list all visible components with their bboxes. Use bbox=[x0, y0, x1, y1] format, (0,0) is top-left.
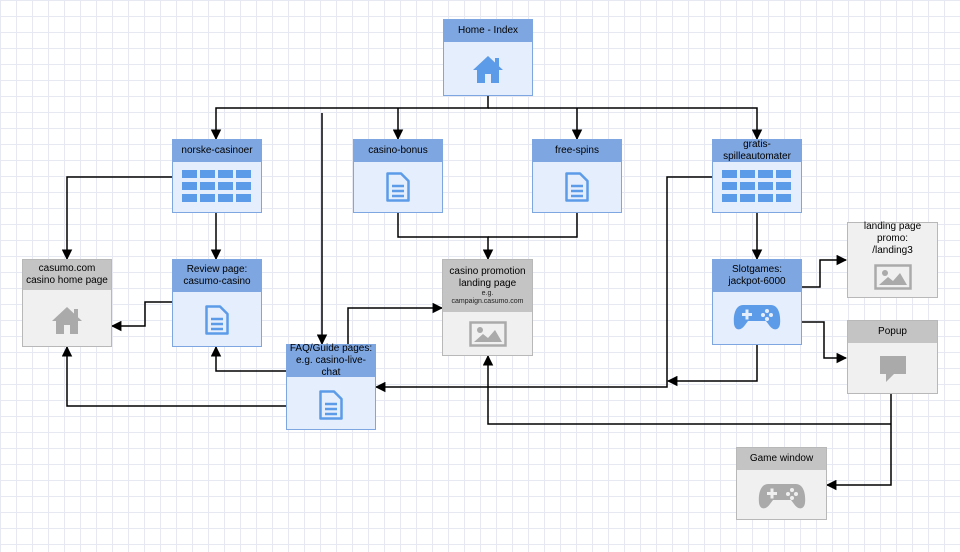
node-casino-promotion-landing-title: casino promotion landing page e.g. campa… bbox=[443, 260, 532, 312]
node-home-index: Home - Index bbox=[443, 19, 533, 96]
node-casumo-home-title: casumo.com casino home page bbox=[23, 260, 111, 290]
node-slotgames: Slotgames: jackpot-6000 bbox=[712, 259, 802, 345]
node-popup-title: Popup bbox=[848, 321, 937, 343]
gamepad-icon bbox=[733, 305, 781, 330]
edge-gratis-faq bbox=[374, 176, 712, 393]
edge-review-casumo bbox=[110, 301, 172, 332]
node-landing-page-promo-title: landing page promo: /landing3 bbox=[848, 221, 937, 256]
node-gratis-spilleautomater: gratis-spilleautomater bbox=[712, 139, 802, 213]
node-casino-bonus-title: casino-bonus bbox=[354, 140, 442, 162]
edge-faq-promo bbox=[347, 302, 444, 344]
gamepad-icon bbox=[758, 484, 805, 509]
speech-bubble-icon bbox=[879, 356, 906, 382]
node-review-page: Review page: casumo-casino bbox=[172, 259, 262, 347]
edge-home-norske bbox=[210, 96, 489, 141]
document-icon bbox=[386, 172, 410, 202]
node-gratis-spilleautomater-title: gratis-spilleautomater bbox=[713, 139, 801, 162]
node-casino-promotion-landing: casino promotion landing page e.g. campa… bbox=[442, 259, 533, 356]
house-icon bbox=[52, 307, 82, 334]
node-game-window: Game window bbox=[736, 447, 827, 520]
node-norske-casinoer-title: norske-casinoer bbox=[173, 140, 261, 162]
edge-slotgames-popup bbox=[802, 321, 848, 364]
node-review-page-title-line1: Review page: bbox=[186, 264, 248, 275]
node-review-page-title-line2: casumo-casino bbox=[183, 276, 251, 287]
node-slotgames-title: Slotgames: jackpot-6000 bbox=[713, 260, 801, 292]
edge-popup-gamewindow bbox=[825, 394, 892, 491]
edge-home-gratis bbox=[488, 107, 763, 141]
edge-freespins-promo bbox=[488, 213, 578, 238]
edge-popup-promo bbox=[482, 354, 891, 425]
image-icon bbox=[468, 321, 507, 347]
edge-slotgames-faq bbox=[666, 345, 758, 387]
node-casumo-home-title-line1: casumo.com bbox=[38, 263, 96, 274]
document-icon bbox=[205, 305, 229, 335]
node-faq-guide-pages-title: FAQ/Guide pages: e.g. casino-live-chat bbox=[287, 343, 375, 378]
node-casino-promotion-landing-note-line1: e.g. bbox=[481, 290, 494, 297]
node-review-page-title: Review page: casumo-casino bbox=[173, 260, 261, 292]
grid-icon bbox=[722, 170, 791, 202]
image-icon bbox=[873, 264, 912, 290]
document-icon bbox=[565, 172, 589, 202]
grid-icon bbox=[182, 170, 251, 202]
node-landing-page-promo: landing page promo: /landing3 bbox=[847, 221, 938, 298]
node-casino-promotion-landing-title-line2: landing page bbox=[458, 278, 517, 289]
edge-faq-review bbox=[210, 345, 286, 372]
document-icon bbox=[319, 390, 343, 420]
node-faq-guide-pages-title-line2: e.g. casino-live-chat bbox=[295, 355, 367, 378]
node-casino-promotion-landing-note-line2: campaign.casumo.com bbox=[451, 298, 524, 305]
node-game-window-title: Game window bbox=[737, 448, 826, 470]
node-landing-page-promo-title-line2: /landing3 bbox=[872, 245, 913, 256]
node-faq-guide-pages: FAQ/Guide pages: e.g. casino-live-chat bbox=[286, 343, 376, 430]
edge-faq-casumo bbox=[61, 345, 286, 407]
node-casumo-home: casumo.com casino home page bbox=[22, 259, 112, 347]
node-casino-promotion-landing-title-line1: casino promotion bbox=[449, 266, 526, 277]
node-landing-page-promo-title-line1: landing page promo: bbox=[863, 221, 922, 244]
house-icon bbox=[473, 56, 503, 83]
node-popup: Popup bbox=[847, 320, 938, 394]
node-norske-casinoer: norske-casinoer bbox=[172, 139, 262, 213]
edge-slotgames-landing3 bbox=[802, 254, 848, 288]
node-free-spins-title: free-spins bbox=[533, 140, 621, 162]
node-free-spins: free-spins bbox=[532, 139, 622, 213]
node-faq-guide-pages-title-line1: FAQ/Guide pages: bbox=[289, 343, 373, 354]
node-casumo-home-title-line2: casino home page bbox=[26, 275, 108, 286]
edge-bonus-promo bbox=[397, 213, 494, 261]
node-home-index-title: Home - Index bbox=[444, 20, 532, 42]
node-slotgames-title-line2: jackpot-6000 bbox=[728, 276, 786, 287]
edge-norske-casumo bbox=[61, 176, 172, 261]
node-casino-bonus: casino-bonus bbox=[353, 139, 443, 213]
node-slotgames-title-line1: Slotgames: bbox=[731, 264, 783, 275]
